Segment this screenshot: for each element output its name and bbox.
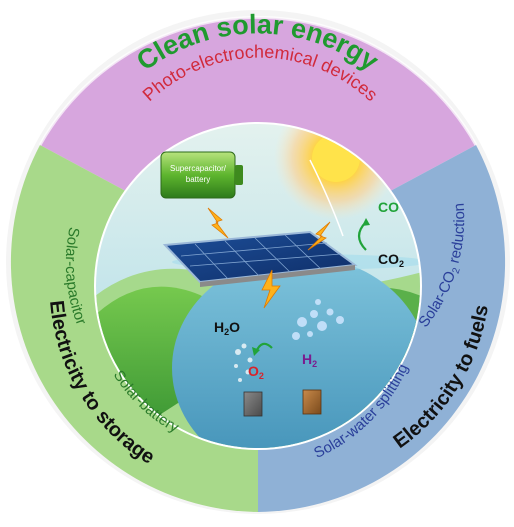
anode-electrode (243, 391, 263, 417)
h2o-label: H2O (214, 319, 240, 337)
cathode-electrode (302, 389, 322, 415)
bubbles-o2 (234, 343, 253, 382)
o2-label: O2 (248, 363, 264, 381)
sun-ray-line (309, 159, 344, 237)
bolt-icon-co2 (307, 221, 331, 251)
bolt-icon-water (261, 269, 281, 309)
co-label: CO (378, 199, 399, 215)
battery-icon: Supercapacitor/ battery (160, 151, 243, 199)
battery-label-line2: battery (186, 175, 210, 184)
bolt-icon-battery (207, 207, 229, 239)
bubbles-h2 (292, 299, 344, 340)
solar-panel-icon (162, 230, 358, 287)
battery-label-line1: Supercapacitor/ (170, 164, 227, 173)
co2-label: CO2 (378, 251, 404, 269)
h2-label: H2 (302, 351, 317, 369)
